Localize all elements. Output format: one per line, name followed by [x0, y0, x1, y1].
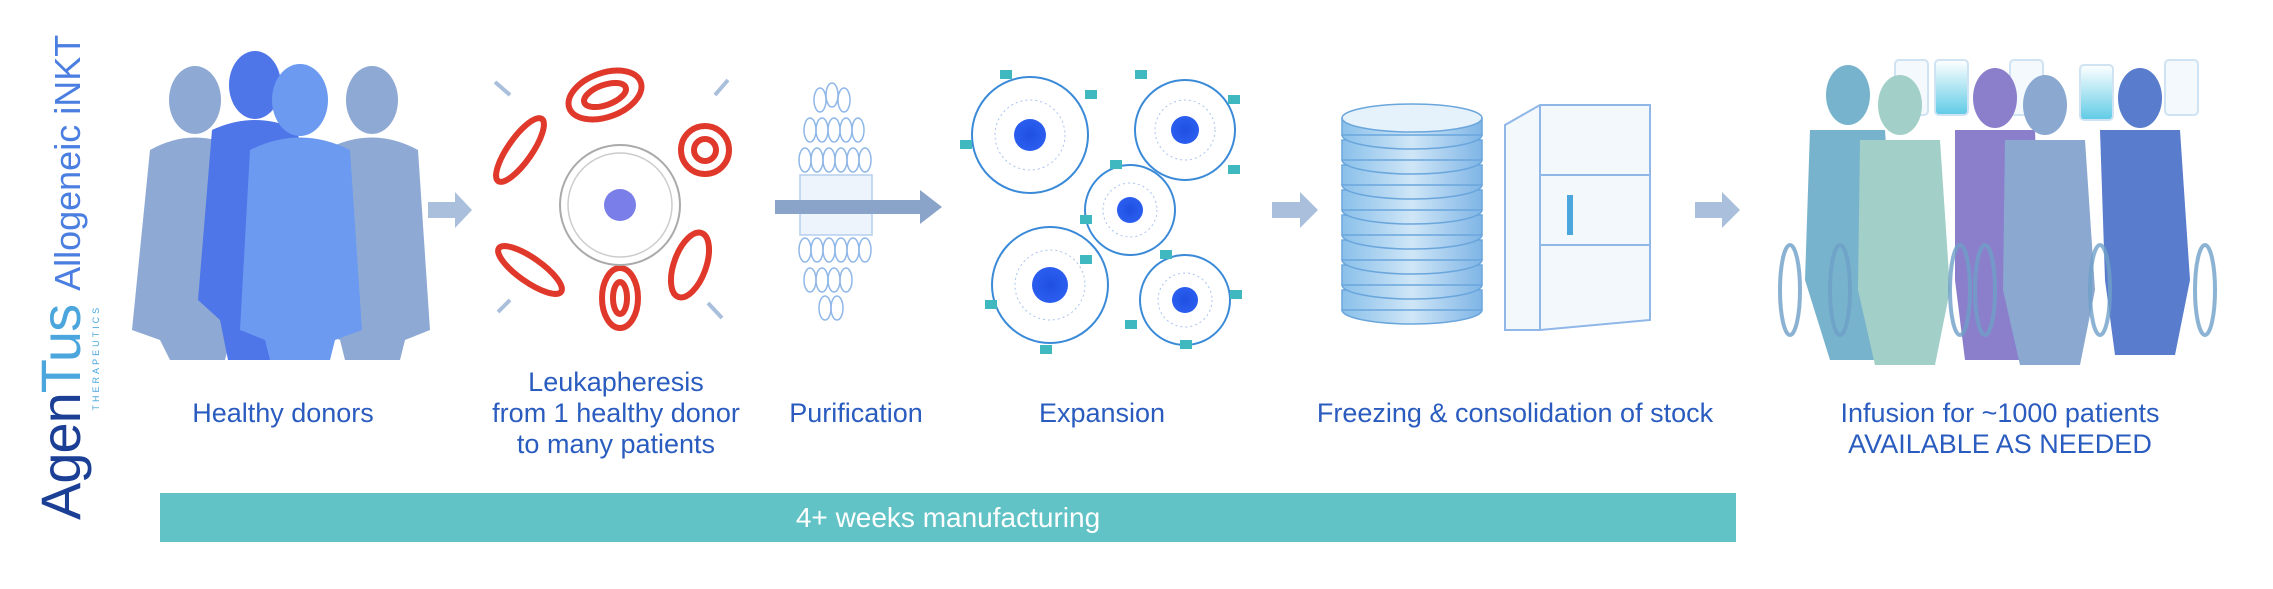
label-line: from 1 healthy donor: [492, 398, 740, 428]
label-line: Expansion: [1038, 398, 1166, 428]
dispersal-arrows-icon: [493, 78, 730, 320]
company-logo: AgenTus THERAPEUTICS Allogeneic iNKT: [29, 34, 102, 520]
process-arrow-icon: [428, 192, 1740, 228]
logo-brand: Agen: [29, 393, 92, 520]
label-line: Leukapheresis: [528, 367, 704, 397]
label-line: Infusion for ~1000 patients: [1840, 398, 2160, 428]
expanding-cells-icon: [960, 70, 1242, 354]
step-label-leukapheresis: Leukapheresis from 1 healthy donor to ma…: [492, 367, 740, 460]
step-label-healthy-donors: Healthy donors: [192, 398, 374, 429]
label-line: AVAILABLE AS NEEDED: [1848, 429, 2152, 459]
step-label-infusion: Infusion for ~1000 patients AVAILABLE AS…: [1841, 398, 2160, 460]
manufacturing-timeline-bar: 4+ weeks manufacturing: [160, 493, 1736, 542]
timeline-label: 4+ weeks manufacturing: [795, 502, 1101, 533]
product-title: Allogeneic iNKT: [47, 34, 88, 291]
patients-wheelchairs-icon: [1778, 65, 2217, 365]
white-cell-icon: [559, 144, 681, 266]
red-blood-cells-icon: [493, 67, 732, 331]
freezer-icon: [1504, 104, 1651, 331]
donor-silhouettes-icon: [132, 51, 430, 360]
logo-subtitle: THERAPEUTICS: [91, 304, 101, 411]
label-line: Purification: [789, 398, 923, 428]
purification-arrow-icon: [775, 190, 942, 224]
logo-brand-block: AgenTus THERAPEUTICS: [29, 304, 102, 520]
label-line: to many patients: [516, 429, 716, 459]
logo-brand-line: AgenTus: [29, 304, 92, 520]
logo-brand-accent: Tus: [29, 304, 92, 394]
label-line: Healthy donors: [192, 398, 374, 428]
step-label-freezing: Freezing & consolidation of stock: [1317, 398, 1713, 429]
step-label-expansion: Expansion: [1039, 398, 1165, 429]
step-label-purification: Purification: [789, 398, 923, 429]
petri-dish-stack-icon: [1341, 103, 1483, 325]
label-line: Freezing & consolidation of stock: [1316, 398, 1714, 428]
